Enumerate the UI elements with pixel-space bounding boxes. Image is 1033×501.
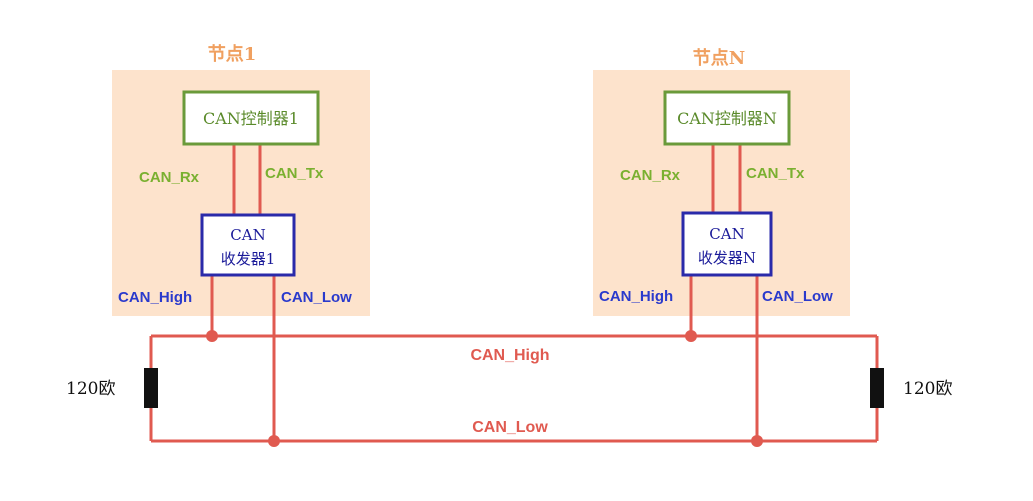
junction-dot: [685, 330, 697, 342]
node-n-title: 节点N: [693, 47, 745, 69]
node-n-low-label: CAN_Low: [762, 288, 833, 305]
junction-dot: [268, 435, 280, 447]
node-1-title: 节点1: [208, 43, 257, 65]
bus-low-label: CAN_Low: [472, 419, 548, 436]
node-1-controller-box: [182, 90, 320, 146]
node-n-controller-box: [663, 90, 791, 146]
junction-dot: [751, 435, 763, 447]
junction-dot: [206, 330, 218, 342]
node-1-transceiver-box: [200, 213, 296, 277]
terminator-left-resistor: [144, 368, 158, 408]
node-1-transceiver-line1: CAN: [230, 226, 265, 244]
node-n-rx-label: CAN_Rx: [620, 167, 681, 184]
node-n-high-label: CAN_High: [599, 288, 673, 305]
terminator-right-resistor: [870, 368, 884, 408]
node-n-transceiver-line1: CAN: [709, 225, 744, 243]
node-1-controller-label: CAN控制器1: [203, 109, 299, 128]
terminator-left-label: 120欧: [66, 379, 115, 399]
node-1-high-label: CAN_High: [118, 289, 192, 306]
bus-high-label: CAN_High: [470, 347, 549, 364]
node-n-transceiver-line2: 收发器N: [698, 249, 756, 267]
node-n-tx-label: CAN_Tx: [746, 165, 805, 182]
terminator-right-label: 120欧: [903, 379, 952, 399]
node-n-transceiver-box: [681, 211, 773, 277]
node-n-controller-label: CAN控制器N: [677, 109, 777, 128]
node-1-low-label: CAN_Low: [281, 289, 352, 306]
node-1-tx-label: CAN_Tx: [265, 165, 324, 182]
node-1-rx-label: CAN_Rx: [139, 169, 200, 186]
node-1-transceiver-line2: 收发器1: [221, 250, 276, 268]
